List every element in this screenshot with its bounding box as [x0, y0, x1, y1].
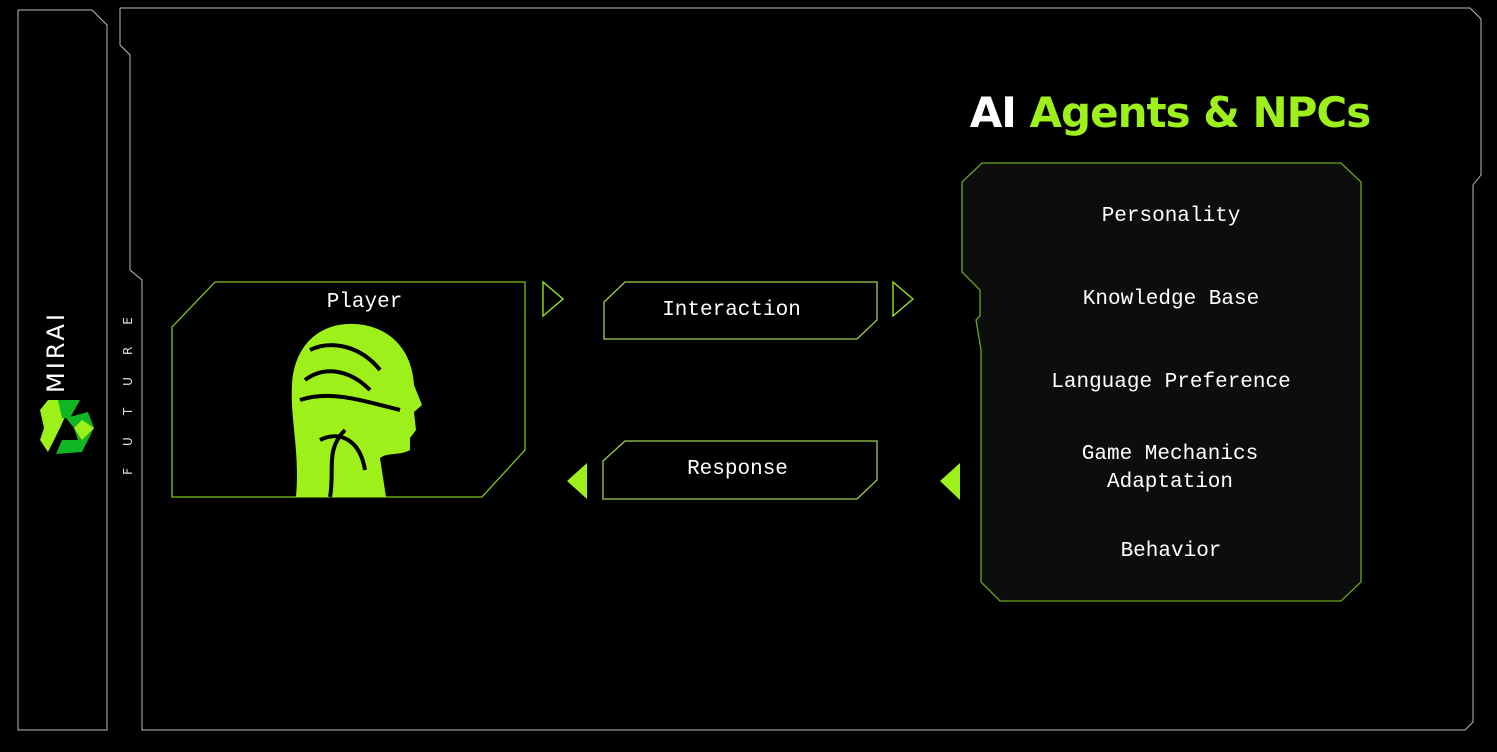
brand-text: MIRAI: [42, 311, 70, 393]
brand-name: MIRAI: [36, 311, 76, 393]
sidebar-outline: [17, 9, 108, 731]
agent-panel: [961, 162, 1362, 602]
attribute-language-preference: Language Preference: [1051, 371, 1291, 394]
response-label: Response: [687, 458, 788, 481]
tagline-text: FUTURE: [121, 295, 135, 475]
attribute-game-mechanics: Game Mechanics Adaptation: [1081, 443, 1259, 494]
attribute-personality: Personality: [1101, 205, 1241, 228]
title-highlight: Agents & NPCs: [1029, 88, 1372, 137]
page-title: AI Agents & NPCs: [940, 88, 1400, 137]
attribute-knowledge-base: Knowledge Base: [1082, 288, 1260, 311]
player-label: Player: [326, 291, 403, 314]
arrow-left-icon: [567, 463, 587, 499]
arrow-right-icon: [542, 280, 565, 318]
brand-tagline: FUTURE: [118, 290, 138, 480]
response-box: [602, 440, 878, 500]
mirai-logo-icon: [40, 400, 94, 454]
head-silhouette-icon: [291, 323, 422, 498]
title-prefix: AI: [969, 88, 1017, 137]
interaction-box: [603, 281, 878, 340]
arrow-left-icon: [940, 463, 960, 500]
main-frame-outline: [119, 7, 1482, 731]
attribute-behavior: Behavior: [1120, 540, 1222, 563]
arrow-right-icon: [892, 280, 915, 318]
interaction-label: Interaction: [662, 299, 801, 322]
